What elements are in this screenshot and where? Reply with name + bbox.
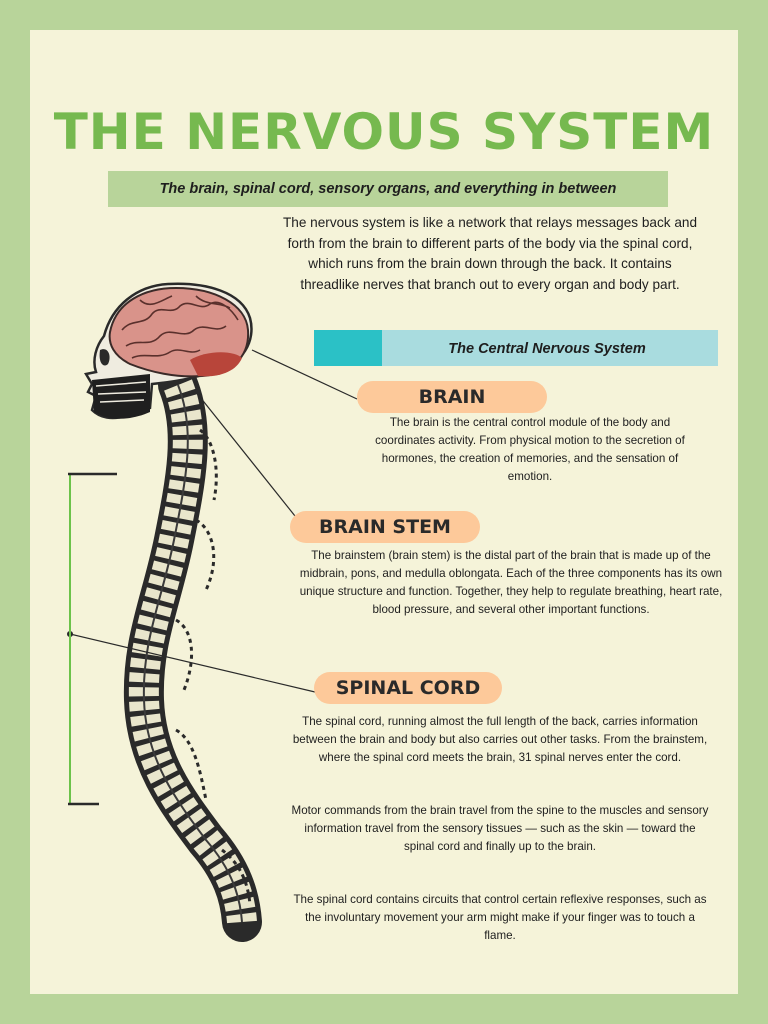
spinal-cord-description-3: The spinal cord contains circuits that c… (293, 893, 707, 942)
page-title: THE NERVOUS SYSTEM (53, 103, 715, 161)
brain-illustration (108, 286, 250, 378)
section-heading: The Central Nervous System (448, 341, 646, 357)
brain-connector-line (251, 349, 358, 400)
spine-illustration (123, 365, 262, 942)
spinal-cord-connector-line (69, 633, 316, 693)
intro-paragraph: The nervous system is like a network tha… (282, 215, 698, 292)
spinal-cord-label-pill: SPINAL CORD (314, 672, 502, 704)
brain-description: The brain is the central control module … (375, 416, 685, 483)
section-accent-block (314, 330, 384, 366)
subtitle-band (108, 171, 668, 207)
brain-stem-connector-line (195, 391, 296, 517)
brain-stem-description: The brainstem (brain stem) is the distal… (299, 549, 723, 616)
brain-stem-label-pill: BRAIN STEM (290, 511, 480, 543)
spinal-cord-bracket (68, 472, 117, 806)
spinal-cord-description-2: Motor commands from the brain travel fro… (291, 804, 709, 853)
page-subtitle: The brain, spinal cord, sensory organs, … (159, 181, 617, 197)
brain-label-pill: BRAIN (357, 381, 547, 413)
spinal-cord-description-1: The spinal cord, running almost the full… (292, 715, 708, 764)
section-banner (382, 330, 718, 366)
